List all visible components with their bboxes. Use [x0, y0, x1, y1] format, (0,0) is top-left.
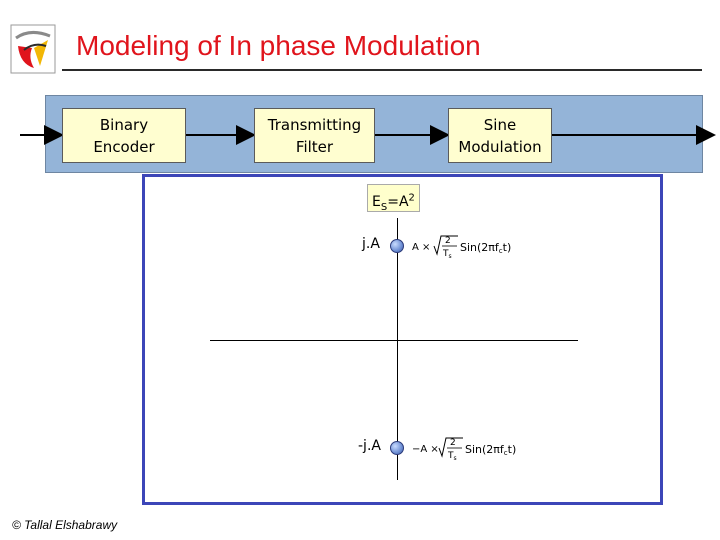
energy-text: ES=A2: [372, 192, 415, 213]
title-rule: [62, 69, 702, 71]
quadrature-axis: [397, 218, 398, 480]
symbol-energy-label: ES=A2: [367, 184, 420, 212]
sine-modulation-block: Sine Modulation: [448, 108, 552, 163]
transmitting-filter-block: Transmitting Filter: [254, 108, 375, 163]
lower-symbol-label: -j.A: [358, 438, 381, 454]
university-logo: [10, 24, 56, 74]
lower-symbol-formula: −A × 2 Ts Sin(2πfct): [412, 437, 516, 462]
svg-text:2: 2: [445, 236, 451, 246]
page-title: Modeling of In phase Modulation: [76, 30, 481, 61]
svg-text:A ×: A ×: [412, 242, 430, 253]
lower-symbol-point: [390, 441, 404, 455]
svg-text:Sin(2πfct): Sin(2πfct): [460, 241, 511, 255]
upper-symbol-label: j.A: [362, 236, 380, 252]
svg-text:Ts: Ts: [442, 249, 452, 260]
svg-text:Ts: Ts: [447, 451, 457, 462]
binary-encoder-block: Binary Encoder: [62, 108, 186, 163]
copyright-footer: © Tallal Elshabrawy: [12, 518, 118, 532]
svg-text:2: 2: [450, 438, 456, 448]
svg-text:−A ×: −A ×: [412, 444, 439, 455]
upper-symbol-point: [390, 239, 404, 253]
in-phase-axis: [210, 340, 578, 341]
upper-symbol-formula: A × 2 Ts Sin(2πfct): [412, 235, 511, 260]
svg-text:Sin(2πfct): Sin(2πfct): [465, 443, 516, 457]
